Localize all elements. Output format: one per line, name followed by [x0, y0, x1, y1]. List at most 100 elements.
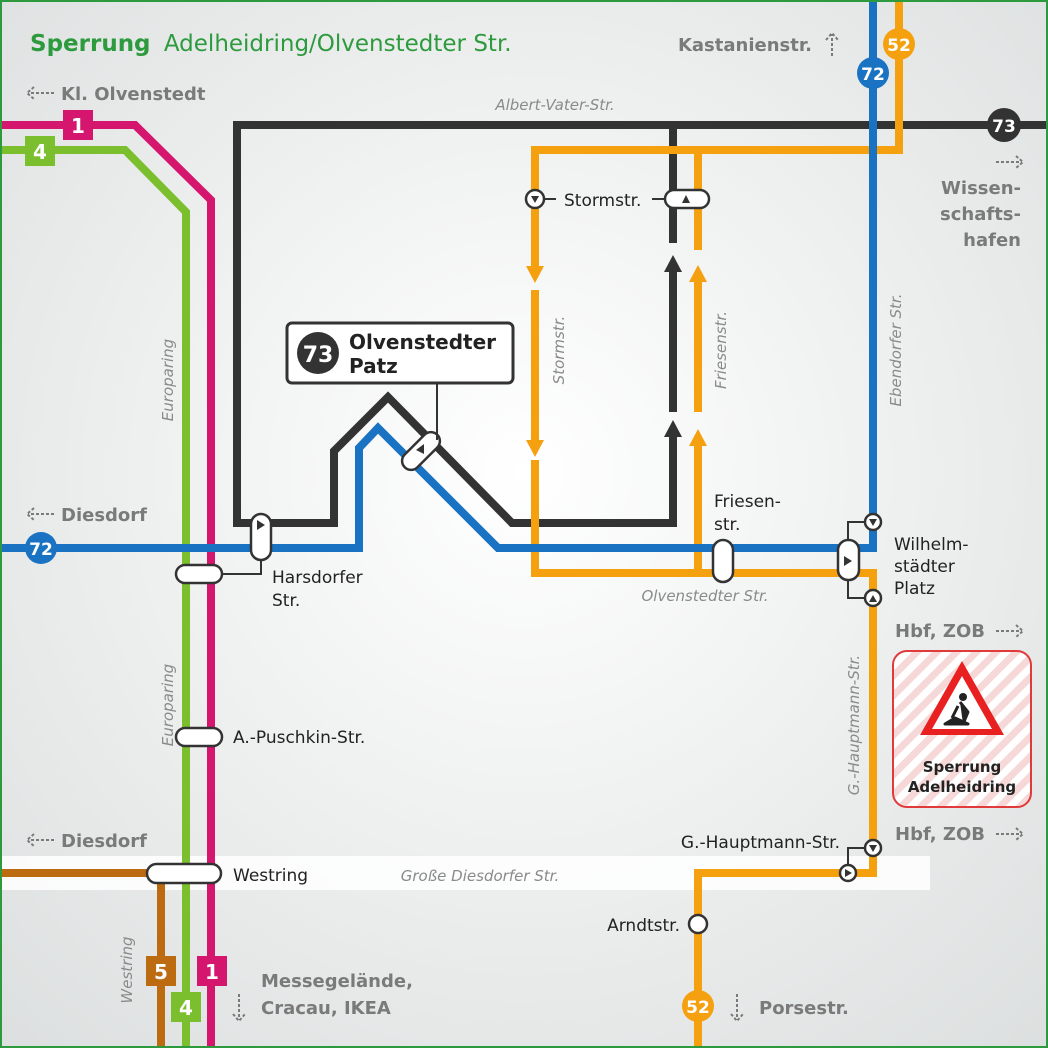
stop-label-harsdorfer: Harsdorfer [272, 568, 363, 588]
stop-label-friesenstr: Friesen- [714, 492, 781, 512]
direction-label: Diesdorf [61, 831, 147, 852]
line-5-badge[interactable] [146, 956, 176, 986]
warning-text-line-2: Adelheidring [908, 778, 1016, 796]
line-73-badge[interactable] [987, 108, 1021, 142]
stop-friesenstr[interactable] [711, 538, 735, 584]
line-1-badge-number: 1 [205, 960, 219, 984]
title-prefix: Sperrung [30, 31, 151, 57]
direction-hbf-zob-2: Hbf, ZOB [895, 824, 1025, 845]
direction-label: Kastanienstr. [678, 35, 812, 56]
street-europaring-1: Europaring [159, 339, 177, 421]
direction-label: Porsestr. [759, 998, 849, 1019]
warning-text-line-1: Sperrung [923, 758, 1002, 776]
line-52-route-north [531, 0, 903, 270]
direction-label: Hbf, ZOB [895, 621, 985, 642]
stop-label-westring: Westring [233, 866, 308, 886]
line-4-badge-number: 4 [179, 996, 193, 1020]
direction-label: Kl. Olvenstedt [61, 84, 206, 105]
direction-label: Diesdorf [61, 505, 147, 526]
line-72-badge-number: 72 [861, 65, 885, 85]
line-4-badge[interactable] [25, 136, 55, 166]
direction-diesdorf-bottom: Diesdorf [25, 831, 147, 852]
line-52-badge-number: 52 [887, 36, 911, 56]
line-52-arrow-1 [526, 266, 544, 283]
line-52-stormstr-low [531, 460, 877, 1048]
line-4-route [0, 146, 190, 1048]
stop-label-wilhelmstaedter: Platz [894, 579, 935, 599]
callout-olvenstedter-platz[interactable] [285, 321, 515, 385]
street-olvenstedter: Olvenstedter Str. [641, 587, 768, 605]
stop-label-friesenstr: str. [714, 515, 740, 535]
stop-label-wilhelmstaedter: städter [894, 557, 955, 577]
stop-connector [847, 521, 865, 599]
street-g-hauptmann: G.-Hauptmann-Str. [845, 655, 863, 795]
arrow-left-icon [25, 86, 54, 100]
stop-direction-icon [531, 196, 539, 203]
line-73-route [233, 121, 1048, 527]
line-52-badge[interactable] [883, 28, 915, 60]
line-73-arrow-1 [664, 255, 682, 272]
stop-direction-icon [682, 195, 690, 203]
arrow-right-icon [996, 624, 1025, 638]
line-72-badge[interactable] [25, 532, 57, 564]
direction-label: Hbf, ZOB [895, 824, 985, 845]
direction-label: Cracau, IKEA [261, 998, 391, 1019]
line-1-badge[interactable] [197, 956, 227, 986]
stop-label-stormstr: Stormstr. [564, 191, 641, 211]
arrow-left-icon [25, 507, 54, 521]
stop-connector [847, 847, 865, 865]
line-1-badge-number: 1 [71, 114, 85, 138]
stop-label-arndtstr: Arndtstr. [607, 916, 680, 936]
callout-line-number: 73 [303, 343, 334, 368]
direction-label: Wissen- [941, 178, 1021, 199]
direction-diesdorf-top: Diesdorf [25, 505, 147, 526]
line-72-badge[interactable] [857, 57, 889, 89]
direction-hbf-zob-1: Hbf, ZOB [895, 621, 1025, 642]
stop-arndtstr[interactable] [687, 913, 709, 935]
line-4-badge[interactable] [171, 992, 201, 1022]
direction-porsestr: Porsestr. [730, 994, 849, 1023]
line-52-badge[interactable] [682, 990, 714, 1022]
arrow-right-icon [996, 827, 1025, 841]
street-ebendorfer: Ebendorfer Str. [887, 293, 905, 406]
line-1-badge[interactable] [63, 110, 93, 140]
line-73-badge-number: 73 [992, 117, 1016, 137]
street-albert-vater: Albert-Vater-Str. [494, 96, 614, 114]
stop-label-harsdorfer: Str. [272, 591, 300, 611]
street-friesenstr: Friesenstr. [712, 311, 730, 389]
direction-wissenschaftshafen: Wissen- schafts- hafen [940, 155, 1025, 251]
line-72-badge-number: 72 [29, 540, 53, 560]
stop-westring[interactable] [145, 862, 223, 885]
street-stormstr: Stormstr. [550, 316, 568, 385]
stop-direction-icon [869, 845, 877, 852]
page-title: Sperrung Adelheidring/Olvenstedter Str. [30, 31, 512, 57]
stop-direction-icon [257, 520, 265, 530]
direction-kl-olvenstedt: Kl. Olvenstedt [25, 84, 206, 105]
stop-direction-icon [869, 595, 877, 602]
worker-body-icon [943, 701, 970, 726]
callout-title-line-2: Patz [349, 354, 398, 378]
stop-harsdorfer-tram[interactable] [174, 563, 224, 585]
worker-head-icon [959, 693, 967, 701]
street-westring: Westring [118, 936, 136, 1003]
callout-title-line-1: Olvenstedter [349, 330, 496, 354]
line-52-arrow-2 [526, 440, 544, 457]
arrow-up-icon [825, 31, 839, 56]
line-5-badge-number: 5 [154, 960, 168, 984]
direction-label: hafen [963, 230, 1021, 251]
stop-puschkin[interactable] [174, 726, 224, 748]
line-52-arrow-3 [689, 265, 707, 282]
line-4-badge-number: 4 [33, 140, 47, 164]
arrow-down-icon [232, 994, 246, 1023]
stop-label-wilhelmstaedter: Wilhelm- [894, 535, 969, 555]
stop-direction-icon [845, 869, 852, 877]
stop-harsdorfer-bus[interactable] [249, 512, 273, 562]
title-rest: Adelheidring/Olvenstedter Str. [164, 31, 512, 57]
direction-label: Messegelände, [261, 971, 413, 992]
line-52-badge-number: 52 [686, 998, 710, 1018]
arrow-left-icon [25, 833, 54, 847]
stop-direction-icon [869, 519, 877, 526]
stop-label-puschkin: A.-Puschkin-Str. [233, 728, 365, 748]
